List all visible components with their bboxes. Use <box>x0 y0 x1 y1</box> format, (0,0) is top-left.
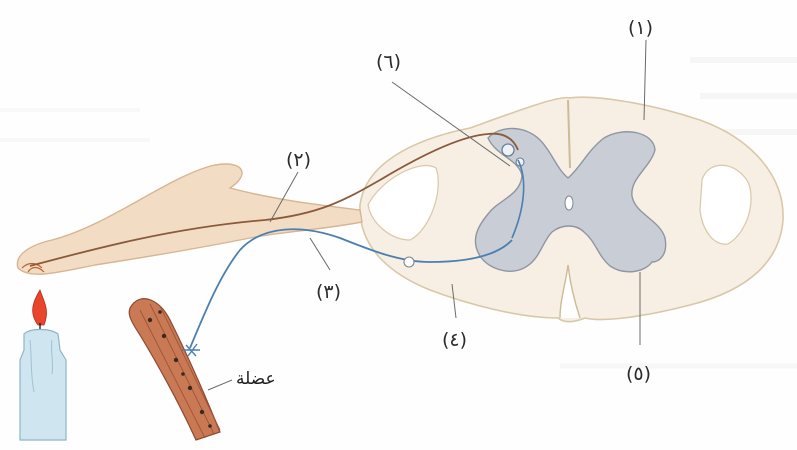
label-2: (٢) <box>286 149 311 171</box>
motor-root-node <box>404 257 414 267</box>
label-4: (٤) <box>442 329 467 351</box>
central-canal <box>565 196 573 210</box>
label-6: (٦) <box>376 51 401 73</box>
label-muscle: عضلة <box>236 369 276 389</box>
label-3: (٣) <box>316 281 341 303</box>
label-1: (١) <box>628 17 653 39</box>
candle-body <box>20 330 66 441</box>
interneuron-body-top <box>502 144 514 156</box>
label-5: (٥) <box>626 363 651 385</box>
